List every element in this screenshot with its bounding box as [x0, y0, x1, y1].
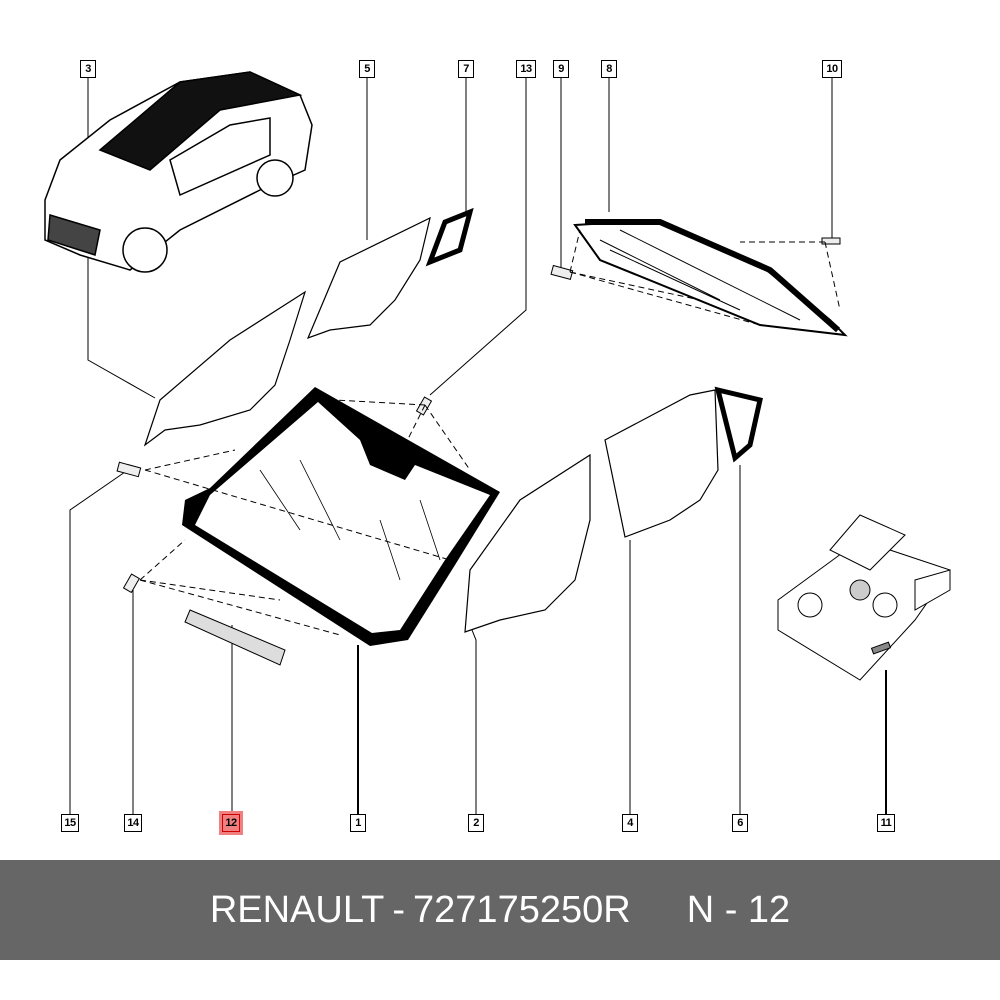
callout-11[interactable]: 11	[877, 814, 895, 832]
position-label: N - 12	[686, 888, 791, 931]
part-number: 727175250R	[413, 888, 631, 931]
door-glass	[143, 207, 763, 633]
dashed-arrows	[139, 229, 841, 636]
clips	[116, 237, 841, 594]
callout-6[interactable]: 6	[732, 814, 748, 832]
callout-9[interactable]: 9	[553, 60, 569, 78]
callout-3[interactable]: 3	[80, 60, 96, 78]
separator: -	[392, 888, 406, 931]
callout-10[interactable]: 10	[822, 60, 842, 78]
windshield	[182, 387, 500, 646]
callout-8[interactable]: 8	[601, 60, 617, 78]
brand-label: RENAULT	[209, 888, 385, 931]
leader-lines	[69, 76, 887, 815]
rear-window	[573, 218, 848, 337]
parts-diagram	[44, 71, 951, 815]
moulding-strip	[184, 609, 286, 666]
callout-14[interactable]: 14	[124, 814, 142, 832]
callout-2[interactable]: 2	[468, 814, 484, 832]
car-illustration	[44, 71, 313, 273]
callout-15[interactable]: 15	[61, 814, 79, 832]
clip-kit-box	[777, 514, 951, 681]
callout-12-highlighted[interactable]: 12	[222, 814, 240, 832]
callout-13[interactable]: 13	[516, 60, 536, 78]
part-footer: RENAULT - 727175250R N - 12	[0, 860, 1000, 960]
callout-7[interactable]: 7	[458, 60, 474, 78]
callout-4[interactable]: 4	[622, 814, 638, 832]
callout-1[interactable]: 1	[350, 814, 366, 832]
callout-5[interactable]: 5	[359, 60, 375, 78]
